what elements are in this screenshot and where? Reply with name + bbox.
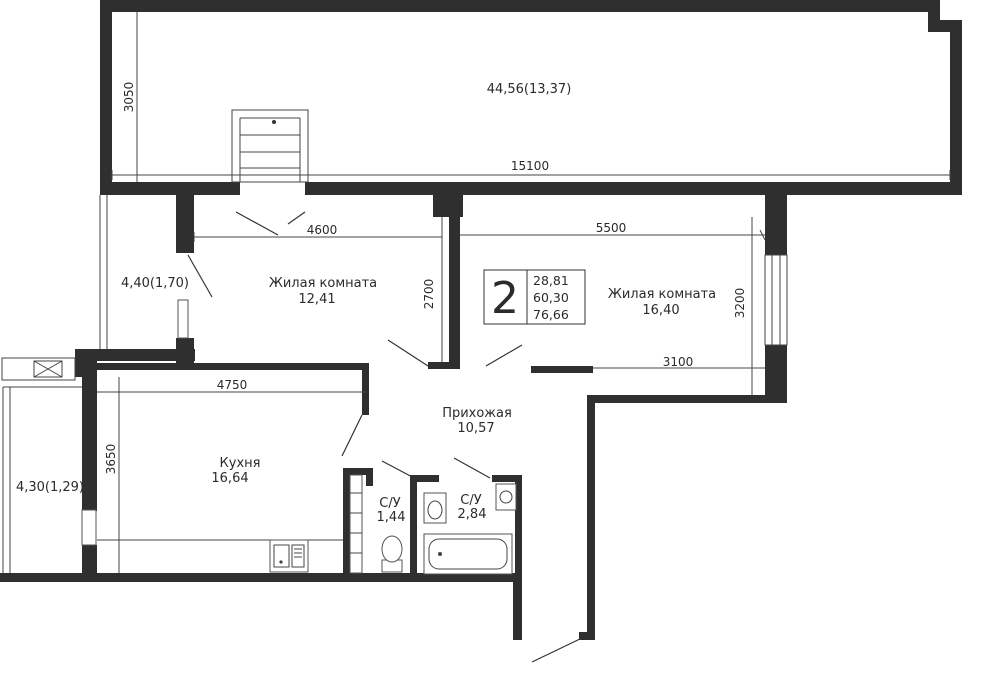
rooms-count: 2 bbox=[491, 273, 519, 324]
living2-name: Жилая комната bbox=[608, 287, 716, 302]
living-room-1: Жилая комната 12,41 4600 2700 bbox=[193, 217, 443, 367]
balcony-left: 4,40(1,70) bbox=[99, 195, 213, 349]
terrace-width-dim: 15100 bbox=[511, 159, 549, 173]
hall: Прихожая 10,57 bbox=[381, 406, 583, 663]
kitchen-depth-dim: 3650 bbox=[104, 444, 118, 475]
washing-machine-icon bbox=[495, 483, 517, 511]
terrace-wall-right bbox=[950, 20, 962, 195]
balcony-left-area: 4,40(1,70) bbox=[121, 276, 189, 291]
terrace-wall-bottom-left bbox=[100, 182, 240, 195]
hall-name: Прихожая bbox=[442, 406, 512, 421]
living1-name: Жилая комната bbox=[269, 276, 377, 291]
bath-area: 2,84 bbox=[458, 507, 487, 522]
terrace-wall-top bbox=[100, 0, 940, 12]
living1-depth-dim: 2700 bbox=[422, 279, 436, 310]
terrace-wall-bottom-right bbox=[305, 182, 962, 195]
washbasin-icon bbox=[427, 500, 443, 520]
kitchen-name: Кухня bbox=[220, 456, 261, 471]
terrace-wall-left bbox=[100, 0, 112, 195]
summary-badge: 2 28,81 60,30 76,66 bbox=[483, 269, 586, 325]
terrace-depth-dim: 3050 bbox=[122, 82, 136, 113]
kitchen-area: 16,64 bbox=[211, 471, 248, 486]
toilet-icon bbox=[381, 535, 403, 563]
living2-width-dim: 5500 bbox=[596, 221, 627, 235]
stairs bbox=[231, 109, 309, 183]
apartment-walls bbox=[0, 195, 787, 640]
living-room-2: Жилая комната 16,40 5500 3200 3100 bbox=[460, 217, 788, 395]
wc: С/У 1,44 bbox=[349, 474, 406, 574]
terrace-area: 44,56(13,37) bbox=[487, 82, 572, 97]
living2-depth-dim: 3200 bbox=[733, 288, 747, 319]
area-with-terrace-value: 76,66 bbox=[533, 307, 569, 322]
living2-lower-dim: 3100 bbox=[663, 355, 694, 369]
bath: С/У 2,84 bbox=[423, 483, 517, 575]
wc-name: С/У bbox=[379, 496, 400, 511]
bath-name: С/У bbox=[460, 493, 481, 508]
hall-area: 10,57 bbox=[457, 421, 494, 436]
terrace-corner bbox=[928, 0, 962, 32]
living1-width-dim: 4600 bbox=[307, 223, 338, 237]
total-area-value: 60,30 bbox=[533, 290, 569, 305]
loggia-area: 4,30(1,29) bbox=[16, 480, 84, 495]
living-area-value: 28,81 bbox=[533, 273, 569, 288]
terrace: 44,56(13,37) 15100 3050 bbox=[100, 0, 962, 236]
loggia: 4,30(1,29) bbox=[1, 357, 97, 573]
kitchen-width-dim: 4750 bbox=[217, 378, 248, 392]
wc-area: 1,44 bbox=[377, 510, 406, 525]
bathtub-icon bbox=[423, 533, 513, 575]
living1-area: 12,41 bbox=[298, 292, 335, 307]
kitchen: Кухня 16,64 4750 3650 bbox=[97, 377, 367, 573]
living2-area: 16,40 bbox=[642, 303, 679, 318]
